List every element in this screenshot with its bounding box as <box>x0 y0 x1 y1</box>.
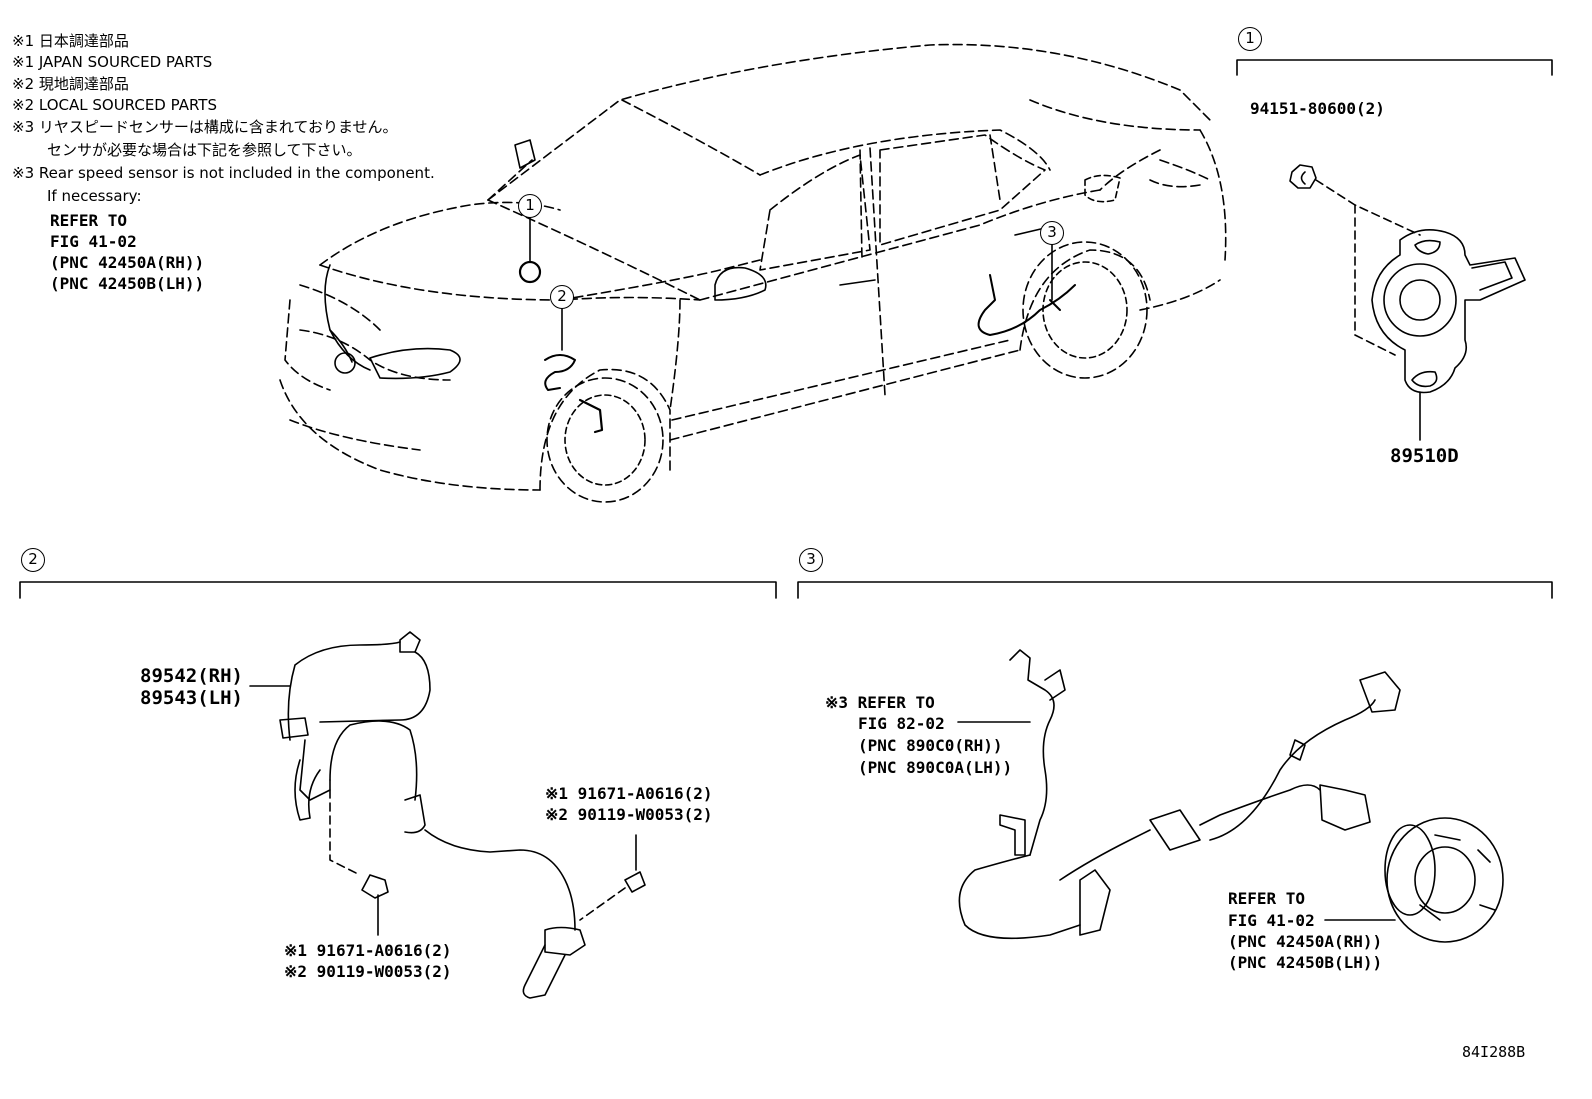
part-number-bolt-left-2: ※2 90119-W0053(2) <box>284 962 452 981</box>
section3-refer-b-line-1: REFER TO <box>1228 889 1306 908</box>
section3-refer-b-line-4: (PNC 42450B(LH)) <box>1228 953 1383 972</box>
section3-art <box>797 581 1553 943</box>
part-number-bolt-right-1: ※1 91671-A0616(2) <box>545 784 713 803</box>
section1-art <box>1236 59 1553 441</box>
section-3-header: 3 <box>799 548 823 572</box>
callout-3-on-car: 3 <box>1040 221 1064 245</box>
section3-refer-a-line-1: ※3 REFER TO <box>825 693 935 712</box>
note-rear-sensor-jp: ※3 リヤスピードセンサーは構成に含まれておりません。 <box>12 118 398 136</box>
part-number-yaw-sensor: 89510D <box>1390 445 1459 467</box>
section3-refer-a-line-4: (PNC 890C0A(LH)) <box>858 758 1013 777</box>
part-number-bolt-right-2: ※2 90119-W0053(2) <box>545 805 713 824</box>
section3-refer-a-line-3: (PNC 890C0(RH)) <box>858 736 1003 755</box>
note-local-sourced-jp: ※2 現地調達部品 <box>12 75 129 93</box>
part-number-nut: 94151-80600(2) <box>1250 99 1385 118</box>
part-number-speed-sensor-lh: 89543(LH) <box>140 687 243 709</box>
callout-2-on-car: 2 <box>550 285 574 309</box>
note-rear-sensor-jp-2: センサが必要な場合は下記を参照して下さい。 <box>47 141 362 159</box>
callout-1-on-car: 1 <box>518 194 542 218</box>
note-japan-sourced-en: ※1 JAPAN SOURCED PARTS <box>12 53 213 71</box>
note-refer-line-4: (PNC 42450B(LH)) <box>50 274 205 293</box>
section3-refer-b-line-2: FIG 41-02 <box>1228 911 1315 930</box>
section3-refer-b-line-3: (PNC 42450A(RH)) <box>1228 932 1383 951</box>
note-refer-line-3: (PNC 42450A(RH)) <box>50 253 205 272</box>
section3-refer-a-line-2: FIG 82-02 <box>858 714 945 733</box>
section2-art <box>19 581 777 999</box>
note-local-sourced-en: ※2 LOCAL SOURCED PARTS <box>12 96 217 114</box>
note-refer-line-1: REFER TO <box>50 211 128 230</box>
part-number-bolt-left-1: ※1 91671-A0616(2) <box>284 941 452 960</box>
car-illustration <box>279 43 1227 503</box>
note-refer-line-2: FIG 41-02 <box>50 232 137 251</box>
section-2-header: 2 <box>21 548 45 572</box>
note-rear-sensor-en: ※3 Rear speed sensor is not included in … <box>12 164 435 182</box>
figure-code: 84I288B <box>1462 1043 1526 1061</box>
note-if-necessary: If necessary: <box>47 187 142 205</box>
part-number-speed-sensor-rh: 89542(RH) <box>140 665 243 687</box>
note-japan-sourced-jp: ※1 日本調達部品 <box>12 32 129 50</box>
section-1-header: 1 <box>1238 27 1262 51</box>
